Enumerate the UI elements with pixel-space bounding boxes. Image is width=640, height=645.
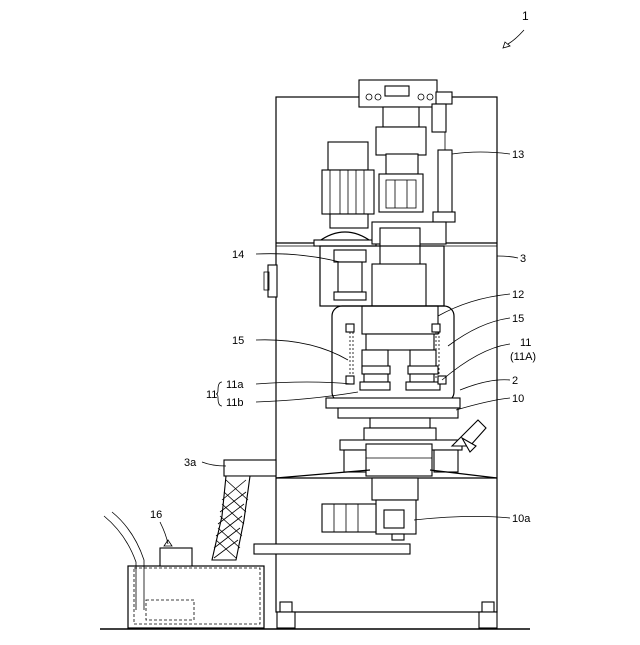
label-3a: 3a <box>184 457 197 469</box>
brace <box>216 382 222 406</box>
label-11A: (11A) <box>510 351 536 363</box>
bottom-plate <box>254 544 410 554</box>
label-11-group: 11 <box>206 389 217 401</box>
label-15-left: 15 <box>232 335 244 347</box>
drive-motor <box>322 478 418 540</box>
label-10a: 10a <box>512 513 531 525</box>
label-15-right: 15 <box>512 313 524 325</box>
label-10: 10 <box>512 393 524 405</box>
label-1: 1 <box>522 9 529 23</box>
label-2: 2 <box>512 375 518 387</box>
label-3: 3 <box>520 253 526 265</box>
label-16: 16 <box>150 509 162 521</box>
ground <box>100 602 530 629</box>
rotary-table <box>326 398 486 476</box>
label-11b: 11b <box>226 397 244 409</box>
label-12: 12 <box>512 289 524 301</box>
label-14: 14 <box>232 249 244 261</box>
label-11: 11 <box>520 337 531 349</box>
label-13: 13 <box>512 149 524 161</box>
motor-top <box>314 142 376 246</box>
label-11a: 11a <box>226 379 244 391</box>
